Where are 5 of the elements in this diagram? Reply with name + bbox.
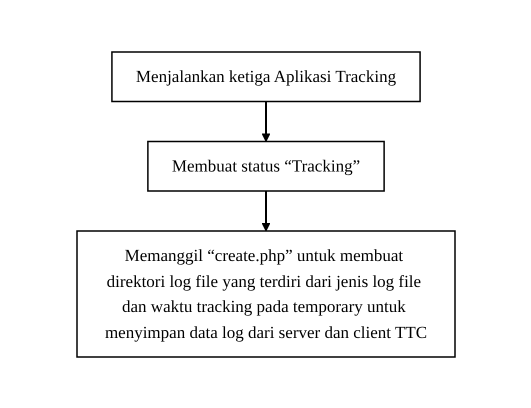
node-box: Menjalankan ketiga Aplikasi Tracking	[110, 50, 420, 102]
arrow	[261, 190, 270, 231]
arrow	[261, 101, 270, 142]
node-box: Membuat status “Tracking”	[146, 140, 384, 192]
node-box: Memanggil “create.php” untuk membuat direktori log file yang terdiri dari jenis log file dan waktu tracking pada temporary untuk menyimpan data log dari server dan client TTC	[76, 230, 456, 358]
